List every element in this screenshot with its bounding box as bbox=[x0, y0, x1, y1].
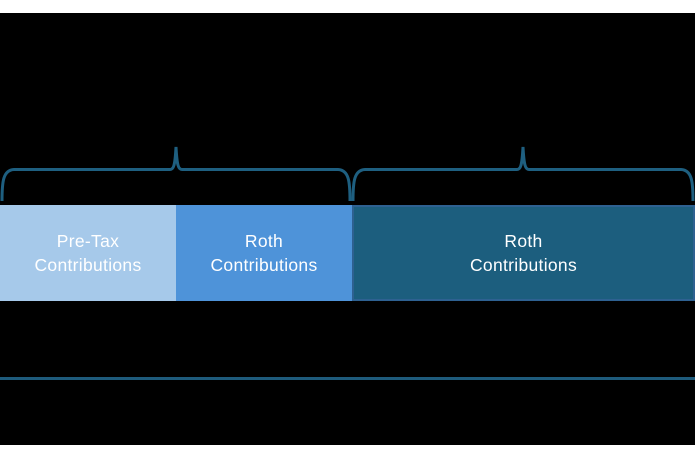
bar-segment-pretax-contributions: Pre-Tax Contributions bbox=[0, 205, 176, 301]
bar-segment-label: Roth Contributions bbox=[210, 231, 318, 275]
bar-segment-roth-contributions-dark: Roth Contributions bbox=[352, 205, 695, 301]
bar-segment-roth-contributions: Roth Contributions bbox=[176, 205, 352, 301]
contribution-bar: Pre-Tax Contributions Roth Contributions… bbox=[0, 205, 695, 301]
top-margin bbox=[0, 0, 695, 13]
bar-segment-label: Roth Contributions bbox=[469, 231, 577, 275]
horizontal-divider-line bbox=[0, 377, 695, 380]
bar-segment-label: Pre-Tax Contributions bbox=[34, 231, 142, 275]
bottom-margin bbox=[0, 445, 695, 462]
